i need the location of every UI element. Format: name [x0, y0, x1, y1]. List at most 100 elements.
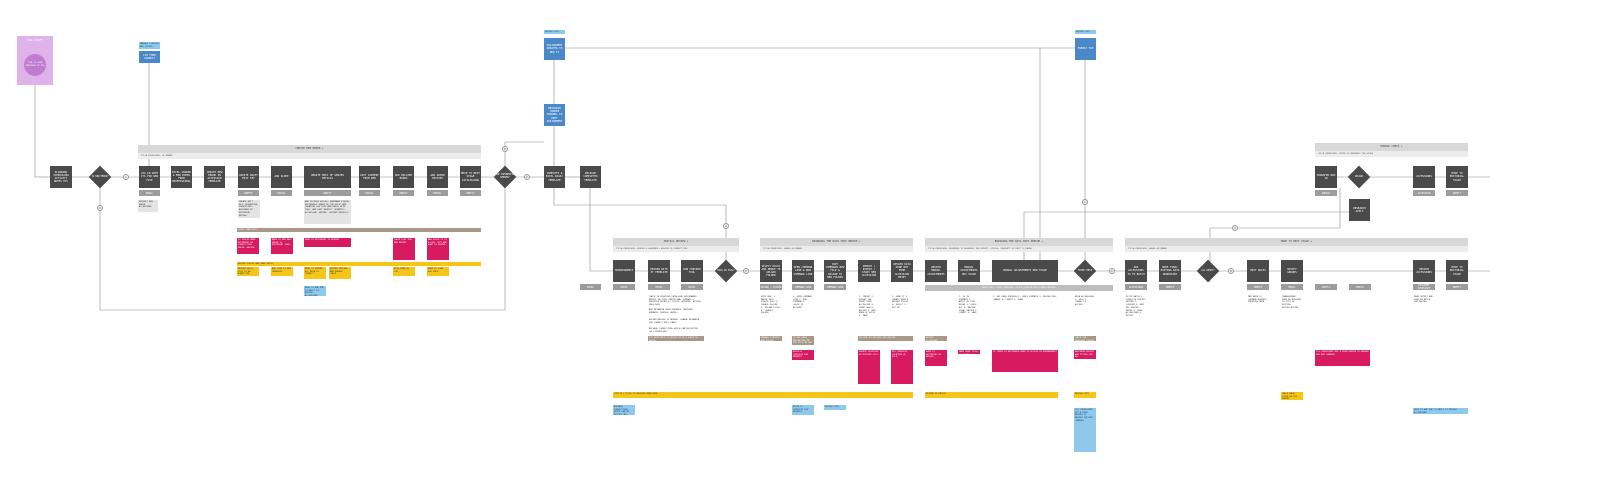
process-run-checker[interactable]: RUN CHECKER TOOL	[681, 260, 703, 282]
tag-preflt: PREFLT	[393, 190, 414, 196]
process-transparency[interactable]: TRANSPARENCY	[613, 260, 635, 282]
start-event[interactable]: ORG STAFF TIME TO SEND PREVIOUS TO IPG	[17, 36, 53, 85]
decision-pass-fail[interactable]: PASS OR FAIL?	[714, 259, 738, 283]
sticky-note: RELEASE CORRECTIONS WHICH CAN BE EDITED …	[613, 405, 635, 415]
start-action: TIME TO SEND PREVIOUS TO IPG	[24, 54, 46, 76]
process-copy-content[interactable]: COPY CONTENT FROM WEB	[359, 166, 380, 188]
decision-more-info[interactable]: MORE INFORMATION NEEDED?	[493, 165, 517, 189]
lane-make-to-next: MAKE TO NEXT STAGE +	[1125, 238, 1468, 246]
sticky-note: REVIEW COPY	[544, 30, 565, 34]
process-release-compl[interactable]: RELEASE COMPLETED TEMPLATE	[580, 166, 601, 188]
sticky-note: MAKE SURE TITLE IS CLEAR	[958, 350, 980, 354]
decision-label: MORE INFORMATION NEEDED?	[494, 173, 516, 179]
tag-portal: PORTAL	[427, 190, 448, 196]
sticky-note: UPDATE LOCATION OF MISSING LIST	[858, 350, 880, 384]
process-create-draft[interactable]: CREATE DRAFT EDIT SET	[238, 166, 259, 188]
sticky-note: NEED TO ENSURE ALL DATA IS CORRECT	[304, 267, 326, 279]
process-transfer-box[interactable]: TRANSFER BOX ID	[1315, 166, 1337, 188]
process-make-final[interactable]: MAKE FINAL EXITING DATA WORKPOINT	[1159, 260, 1181, 282]
sticky-note: NOT COMPLETE LOCATION OF FILE	[891, 350, 913, 384]
decision-label: PASS OR FAIL?	[717, 268, 735, 272]
process-edit-rules[interactable]: EDIT RULES	[1247, 260, 1269, 282]
note-notify: TRANSFERRED FROM ACCESSIONS TO LIST OF E…	[1281, 295, 1303, 313]
process-notify-groups[interactable]: NOTIFY GROUPS	[1281, 260, 1303, 282]
sticky-note: SEND TO EDITORIAL OR REVIEW	[925, 350, 947, 366]
process-planning[interactable]: PLANNING SCHEDULING ACTIVITY NOTES ETC	[50, 166, 72, 188]
decision-all-ready[interactable]: ALL READY?	[1196, 259, 1220, 283]
decision-label: UPLOAD	[1355, 174, 1363, 178]
tag-preflt: PREFLT	[1446, 190, 1468, 196]
process-manual-adj-main[interactable]: MANUAL ADJUSTMENTS NEW STAGE	[992, 260, 1058, 282]
tag-command-line: COMMAND LINE	[824, 284, 846, 290]
connector-c: C	[123, 174, 129, 180]
process-open-command[interactable]: OPEN COMMAND LINE & RUN COMMAND LINE	[792, 260, 814, 282]
lane-make-to-next-sub: TYLLA PRODUCERS, BASED ON BRAND	[1125, 246, 1468, 252]
process-update-most[interactable]: UPDATE MOST OF SERIES DETAILS	[304, 166, 351, 188]
note-review-data: 1. DONE IT 2. CREATE VIEW 3. REVIEW FIEL…	[891, 295, 913, 315]
lane-bringing-post: BRINGING THE DATA INTO PREVUE +	[925, 238, 1113, 246]
sticky-note: ITS CONSISTENT BUT A PEER REVIEW IS NEED…	[1315, 350, 1370, 366]
sticky-note: REVIEW EXCEL LIST TO BE SUBMITTED	[237, 267, 259, 276]
process-move-to-stage[interactable]: MOVE TO EDITORIAL STAGE	[1446, 166, 1468, 188]
sticky-note: REVIEW ACCESSION AGAINST EXISTING	[925, 336, 947, 341]
sticky-note: ITS CONSISTENT BUT A PEER REVIEW IS NEED…	[1074, 408, 1096, 452]
process-select-excel[interactable]: SELECT EXCEL AND MERGE TO UPLOAD FOLDER	[760, 260, 782, 282]
sticky-note: CHECK LIST FOR NEW REPORT	[393, 238, 415, 260]
process-add-accessions[interactable]: ADD ACCESSIONS TO TO BATCH	[1125, 260, 1147, 282]
sticky-note: INCLUDE ACCESSIONS FOR REVIEW	[858, 336, 913, 341]
tag-preflt: PREFLT	[1446, 284, 1468, 290]
process-accessions[interactable]: ACCESSIONS	[1413, 166, 1435, 188]
process-review-data[interactable]: REVIEW DATA DONE NOT FROM ACCESSION ENTR…	[891, 260, 913, 282]
lane-bringing-pre-sub: TYLLA PRODUCERS, BASED ON BRAND	[760, 246, 913, 252]
process-import-export[interactable]: IMPORT / EXPORT / START NEW ACCESSION	[858, 260, 880, 282]
process-excel[interactable]: EXCEL SHARED & NEW BOOKS FROM PROFESSION…	[171, 166, 192, 188]
lane-double-check-sub: TYLLA PRODUCERS, PRIOR TO ASSEMBLE THE O…	[1315, 151, 1468, 157]
process-move-next-1[interactable]: MOVE TO NEXT STAGE CATALOGUING	[460, 166, 481, 188]
process-format-top[interactable]: FORMAT TOP	[1075, 38, 1096, 60]
process-review-manual[interactable]: REVIEW MANUAL ADJUSTMENTS	[925, 260, 947, 282]
decision-upload[interactable]: UPLOAD	[1347, 165, 1371, 189]
connector-b: B	[1228, 268, 1234, 274]
sticky-note: MATCHING VALUES AND TITLES FOR ALL	[1074, 350, 1096, 359]
note-update: ADD IN META FIELDS: REMEMBER FIELDS ON D…	[304, 200, 351, 224]
sticky-band: REVIEW FIELDS AND SAVE EXCEL	[237, 262, 481, 266]
process-ltr-top[interactable]: LTR FORM CONNECT	[139, 51, 160, 63]
sticky-note: ADD LINK TO NEW TEMPLATE	[271, 267, 293, 276]
tag-accession: ACCESSION	[1413, 190, 1435, 196]
lane-bringing-pre: BRINGING THE DATA INTO PREVUE +	[760, 238, 913, 246]
sticky-note: REVIEW COPY	[824, 405, 846, 410]
sticky-note: BUILD A TEMPLATE FOR REQUEST	[792, 405, 814, 415]
sticky-note: PUT DATA BACK TO REPORT WITH A SCALE TO …	[648, 336, 704, 341]
process-add-admin[interactable]: ADD ADMIN HISTORY	[427, 166, 448, 188]
tag-excel: EXCEL	[580, 284, 601, 290]
sticky-note: NEED TO ADD ONE TO DAILY TO REVIEW ACCES…	[1413, 408, 1468, 414]
process-assign-hide[interactable]: REASSIGN HIDDEN CHANNEL TO DEPT ASSIGNME…	[544, 104, 565, 126]
process-add-related[interactable]: ADD RELATED BOOKS	[393, 166, 414, 188]
decision-fixed-check[interactable]: FIXED CHECK	[1073, 259, 1097, 283]
tag-preflt: PREFLT	[1315, 284, 1337, 290]
tag-preflt: PREFLT	[1159, 284, 1181, 290]
process-review-accessions[interactable]: REVIEW ACCESSIONS	[1413, 260, 1435, 282]
process-create-new-ebook[interactable]: CREATE NEW EBOOK IN ACCESSION TEMPLATE	[204, 166, 225, 188]
process-move-to-editorial[interactable]: MOVE TO EDITORIAL STAGE	[1446, 260, 1468, 282]
process-add-scope[interactable]: ADD SCOPE	[271, 166, 292, 188]
note-manual: 1. GO TO SUMMARY 2. APPLY AS TYPE NOTES …	[958, 295, 980, 325]
process-assignment-top[interactable]: ASSIGNMENT UPDATED TO NEW TC	[544, 38, 565, 60]
decision-label: IS NEW EBOOK?	[91, 174, 109, 178]
note-release: RELEASE CORRECTIONS WHICH CAN BE EDITED …	[648, 327, 704, 332]
process-copy-commands[interactable]: COPY COMMANDS NEW FILE & ASSIGN TO NEW F…	[824, 260, 846, 282]
sticky-note: NEED TO ADD ONE TO DAILY TO REVIEW ACCES…	[304, 286, 326, 296]
process-complete-excel[interactable]: COMPLETE A EXCEL BASIC TEMPLATE	[544, 166, 565, 188]
sticky-note: REVIEW COPY	[1075, 30, 1096, 34]
process-review-tpl[interactable]: REVIEW WITH IT TEMPLATE	[648, 260, 670, 282]
tag-document-oversight: DOCUMENT OVERSIGHT	[1413, 284, 1435, 290]
process-login[interactable]: LOG IN WITH ITS FOR NEW FIXP	[139, 166, 160, 188]
process-manual-adj[interactable]: MANUAL ADJUSTMENTS OUT STAGE	[958, 260, 980, 282]
decision-is-new[interactable]: IS NEW EBOOK?	[88, 165, 112, 189]
process-research-apply[interactable]: RESEARCH APPLY	[1349, 199, 1370, 221]
connector-d: D	[1109, 268, 1115, 274]
note-import: 1. IMPORT 2. EXPORT THE ENTRY FROM ACCES…	[858, 295, 880, 319]
note-select: STEP ONE: 1. MERGE INTO SINGLE FILE 2. C…	[760, 295, 782, 315]
tag-portal: PORTAL	[359, 190, 380, 196]
decision-label: FIXED CHECK	[1077, 268, 1093, 272]
